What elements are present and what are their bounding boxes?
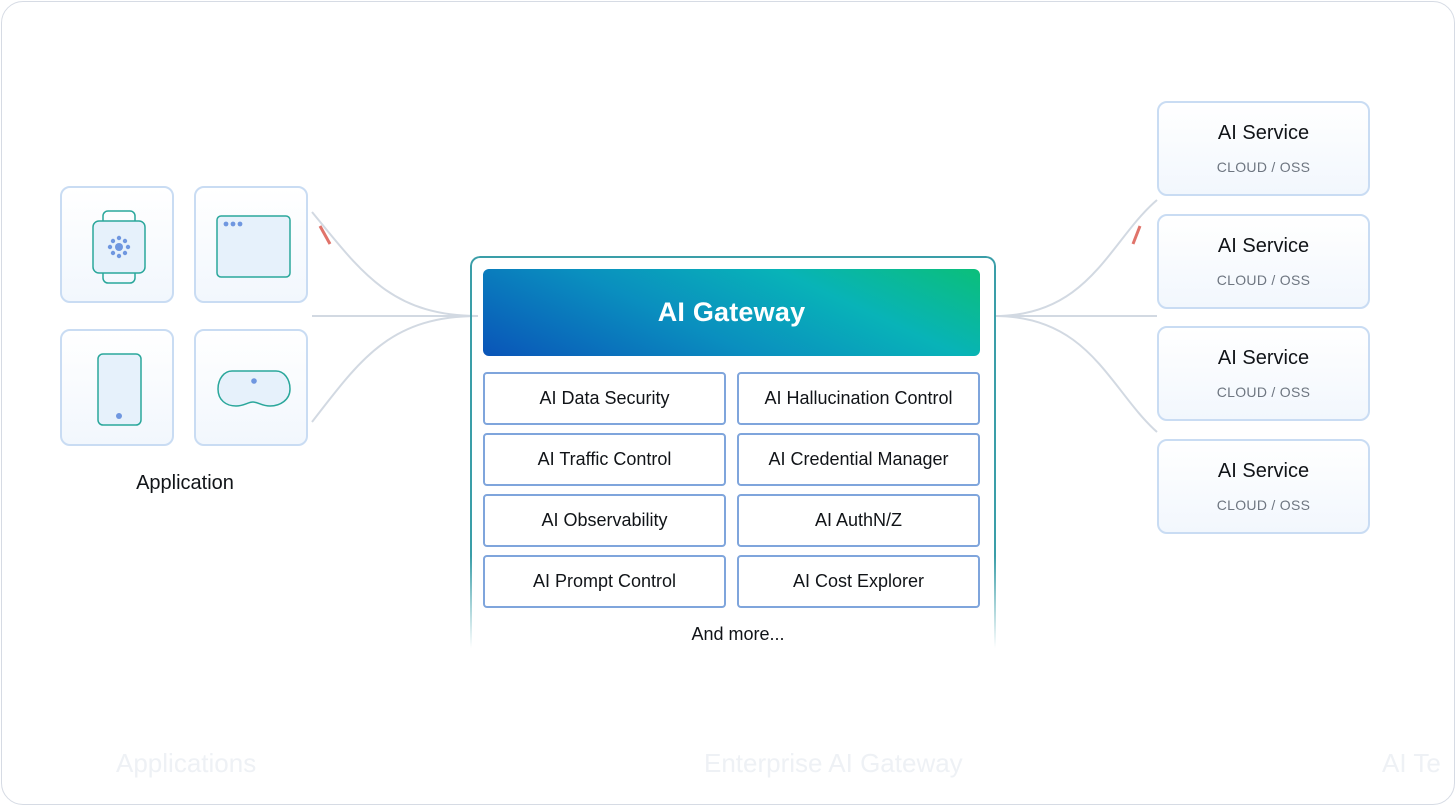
feature-box: AI Data Security: [483, 372, 726, 425]
feature-box: AI AuthN/Z: [737, 494, 980, 547]
connector-watch: [311, 211, 479, 317]
ghost-caption-services: AI Te: [1382, 748, 1441, 778]
connector-phone: [311, 315, 479, 423]
application-label: Application: [136, 472, 234, 494]
app-tile-watch: [60, 186, 174, 303]
gateway-title: AI Gateway: [483, 269, 980, 356]
app-tile-phone: [60, 329, 174, 446]
feature-box: AI Credential Manager: [737, 433, 980, 486]
service-subtitle: CLOUD / OSS: [1216, 159, 1311, 175]
service-card: AI Service CLOUD / OSS: [1157, 326, 1370, 421]
connector-service-1: [994, 199, 1158, 317]
service-card: AI Service CLOUD / OSS: [1157, 101, 1370, 196]
service-subtitle: CLOUD / OSS: [1216, 272, 1311, 288]
ghost-caption-gateway: Enterprise AI Gateway: [704, 748, 963, 778]
connector-accent-right: [1131, 225, 1142, 245]
service-title: AI Service: [1217, 235, 1310, 257]
connector-service-3: [994, 315, 1158, 433]
smartwatch-icon: [92, 210, 146, 284]
feature-box: AI Cost Explorer: [737, 555, 980, 608]
browser-window-icon: [216, 215, 291, 278]
app-tile-headset: [194, 329, 308, 446]
vr-headset-icon: [217, 370, 291, 407]
service-title: AI Service: [1217, 460, 1310, 482]
service-subtitle: CLOUD / OSS: [1216, 497, 1311, 513]
service-card: AI Service CLOUD / OSS: [1157, 439, 1370, 534]
feature-box: AI Hallucination Control: [737, 372, 980, 425]
feature-box: AI Observability: [483, 494, 726, 547]
gateway-container: [470, 256, 996, 656]
service-card: AI Service CLOUD / OSS: [1157, 214, 1370, 309]
feature-box: AI Traffic Control: [483, 433, 726, 486]
service-title: AI Service: [1217, 347, 1310, 369]
feature-box: AI Prompt Control: [483, 555, 726, 608]
connector-accent-left: [318, 225, 332, 245]
and-more-label: And more...: [691, 624, 785, 644]
service-subtitle: CLOUD / OSS: [1216, 384, 1311, 400]
ghost-caption-applications: Applications: [116, 748, 257, 778]
service-title: AI Service: [1217, 122, 1310, 144]
smartphone-icon: [97, 353, 142, 426]
app-tile-browser: [194, 186, 308, 303]
